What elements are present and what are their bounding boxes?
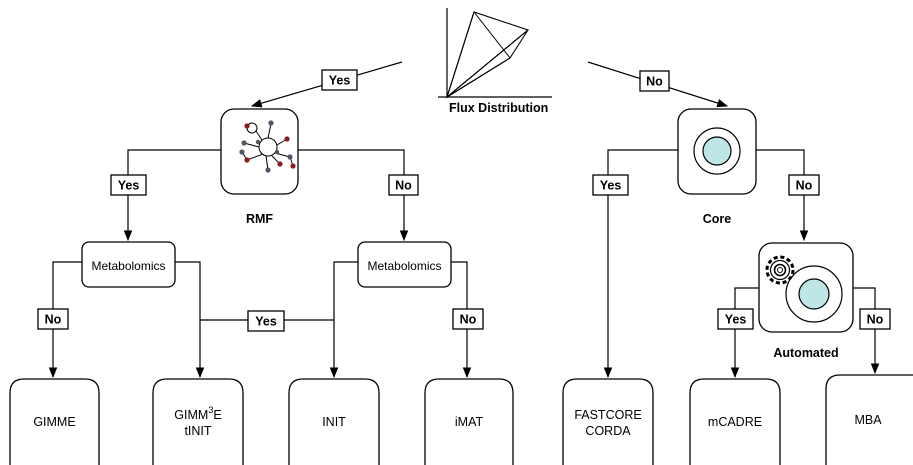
- flux-distribution-icon: [438, 8, 552, 99]
- core-node: [677, 108, 757, 195]
- edge-met-yes-shared: Yes: [200, 310, 334, 332]
- automated-cell-nucleus-icon: [798, 278, 830, 310]
- leaf-gimme3e-label: GIMM3E: [174, 405, 221, 422]
- leaf-imat-label: iMAT: [455, 415, 484, 429]
- gear-icon: [765, 255, 795, 285]
- leaf-tinit-label: tINIT: [184, 424, 211, 438]
- leaf-fastcore-corda: FASTCORE CORDA: [562, 378, 654, 465]
- automated-label: Automated: [773, 346, 838, 360]
- edge-met-left-no: No: [37, 261, 82, 379]
- gimme3e-end: E: [213, 408, 221, 422]
- edge-label-root-yes: Yes: [329, 74, 351, 88]
- edge-rmf-no: No: [298, 149, 419, 242]
- edge-core-no: No: [756, 149, 820, 242]
- leaf-mba-label: MBA: [854, 413, 882, 427]
- flux-distribution-label: Flux Distribution: [449, 101, 548, 115]
- core-label: Core: [703, 212, 732, 226]
- leaf-fastcore-label: FASTCORE: [574, 408, 641, 422]
- edge-label-met-right-no: No: [460, 313, 477, 327]
- metabolomics-left-label: Metabolomics: [91, 259, 165, 273]
- leaf-gimme: GIMME: [9, 378, 100, 465]
- edge-label-auto-yes: Yes: [725, 313, 747, 327]
- edge-met-right-yes: [329, 261, 358, 379]
- automated-node: [758, 242, 854, 333]
- edge-auto-yes: Yes: [717, 287, 759, 379]
- gimme3e-base: GIMM: [174, 408, 208, 422]
- edge-met-right-no: No: [451, 261, 484, 379]
- edge-core-yes: Yes: [592, 149, 678, 379]
- edge-label-rmf-no: No: [395, 179, 412, 193]
- metabolomics-right-label: Metabolomics: [367, 259, 441, 273]
- edge-root-yes: Yes: [250, 61, 403, 108]
- leaf-mcadre-label: mCADRE: [708, 415, 762, 429]
- leaf-mba: MBA: [825, 374, 913, 465]
- network-nodes: [239, 120, 296, 173]
- leaf-gimme-label: GIMME: [33, 415, 75, 429]
- leaf-corda-label: CORDA: [585, 424, 631, 438]
- edge-label-met-left-no: No: [45, 313, 62, 327]
- leaf-init-label: INIT: [322, 415, 346, 429]
- edge-auto-no: No: [853, 287, 891, 375]
- leaf-mcadre: mCADRE: [689, 378, 781, 465]
- gimme3e-sup: 3: [208, 405, 213, 415]
- metabolomics-left-node: Metabolomics: [81, 241, 176, 288]
- edge-label-root-no: No: [646, 75, 663, 89]
- edge-label-core-no: No: [796, 179, 813, 193]
- edge-label-auto-no: No: [867, 313, 884, 327]
- rmf-node: [220, 108, 299, 195]
- edge-root-no: No: [587, 61, 729, 108]
- leaf-init: INIT: [288, 378, 380, 465]
- edge-met-left-yes: [175, 261, 205, 379]
- leaf-gimme3e-tinit: GIMM3E tINIT: [152, 378, 244, 465]
- leaf-imat: iMAT: [424, 378, 514, 465]
- edge-label-core-yes: Yes: [600, 179, 622, 193]
- metabolomics-right-node: Metabolomics: [357, 241, 452, 288]
- cell-nucleus-icon: [702, 136, 732, 166]
- edge-label-met-yes: Yes: [255, 315, 277, 329]
- rmf-label: RMF: [246, 212, 273, 226]
- edge-rmf-yes: Yes: [110, 149, 221, 242]
- edge-label-rmf-yes: Yes: [118, 179, 140, 193]
